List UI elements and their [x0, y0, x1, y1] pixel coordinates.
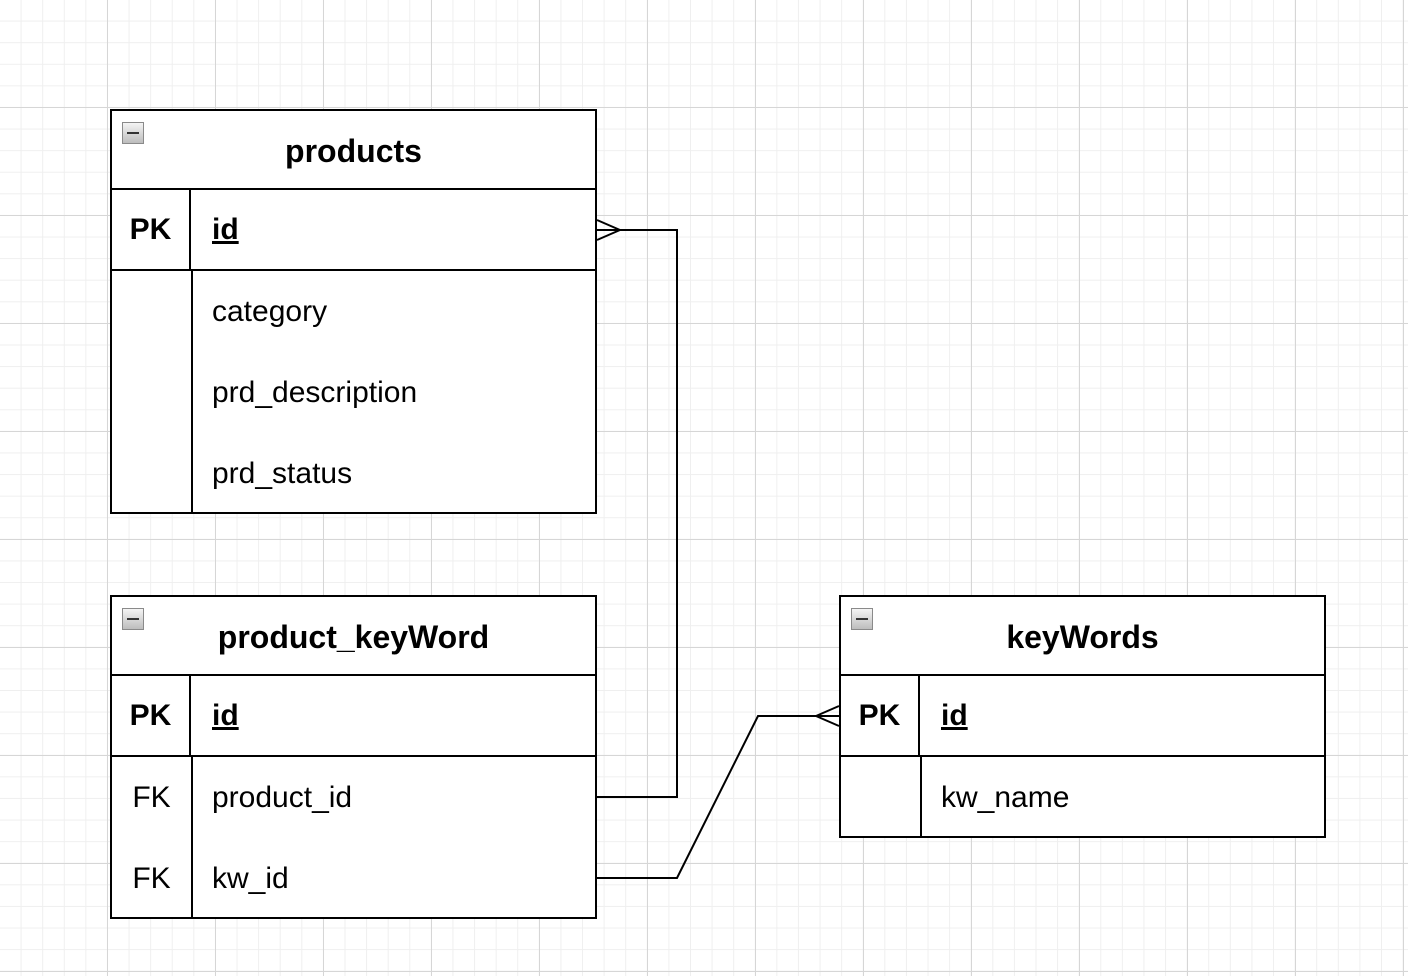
attribute-row[interactable]: prd_status	[112, 433, 595, 514]
field-name: kw_id	[212, 861, 289, 895]
attribute-list: kw_name	[841, 757, 1324, 838]
primary-key-row[interactable]: PK id	[841, 676, 1324, 757]
primary-key-row[interactable]: PK id	[112, 676, 595, 757]
attribute-list: category prd_description prd_status	[112, 271, 595, 514]
field-name: category	[212, 294, 328, 328]
field-name: product_id	[212, 780, 353, 814]
collapse-icon[interactable]	[851, 608, 873, 630]
entity-product-keyword[interactable]: product_keyWord PK id FK product_id FK k…	[110, 595, 597, 919]
crows-foot-products-id-lower	[596, 229, 621, 241]
key-marker: FK	[132, 861, 171, 895]
attribute-row[interactable]: FK product_id	[112, 757, 595, 838]
entity-title: keyWords	[1006, 619, 1159, 655]
collapse-icon[interactable]	[122, 122, 144, 144]
crows-foot-keywords-id-lower	[815, 715, 840, 727]
relationship-kw-id-to-keywords[interactable]	[597, 705, 840, 879]
connector-line-kw-id[interactable]	[597, 715, 839, 879]
field-name: prd_description	[212, 375, 418, 409]
crows-foot-keywords-id	[815, 705, 840, 717]
entity-title: products	[285, 133, 422, 169]
attribute-row[interactable]: prd_description	[112, 352, 595, 433]
entity-header[interactable]: keyWords	[841, 597, 1324, 676]
collapse-icon[interactable]	[122, 608, 144, 630]
entity-products[interactable]: products PK id category prd_description …	[110, 109, 597, 514]
crows-foot-products-id	[596, 219, 621, 231]
entity-header[interactable]: product_keyWord	[112, 597, 595, 676]
field-name: id	[941, 698, 968, 732]
key-marker: PK	[112, 676, 191, 755]
field-name: id	[212, 212, 239, 246]
attribute-row[interactable]: kw_name	[841, 757, 1324, 838]
attribute-list: FK product_id FK kw_id	[112, 757, 595, 919]
field-name: prd_status	[212, 456, 353, 490]
entity-header[interactable]: products	[112, 111, 595, 190]
key-marker	[112, 352, 191, 433]
key-marker: FK	[132, 780, 171, 814]
key-marker: PK	[841, 676, 920, 755]
primary-key-row[interactable]: PK id	[112, 190, 595, 271]
field-name: id	[212, 698, 239, 732]
attribute-row[interactable]: category	[112, 271, 595, 352]
key-marker	[112, 433, 191, 514]
key-marker	[112, 271, 191, 352]
entity-keywords[interactable]: keyWords PK id kw_name	[839, 595, 1326, 838]
field-name: kw_name	[941, 780, 1070, 814]
key-marker	[841, 757, 920, 838]
entity-title: product_keyWord	[217, 619, 490, 655]
attribute-row[interactable]: FK kw_id	[112, 838, 595, 919]
connector-line-product-id[interactable]	[597, 229, 678, 798]
key-marker: PK	[112, 190, 191, 269]
relationship-product-id-to-products[interactable]	[596, 219, 678, 798]
